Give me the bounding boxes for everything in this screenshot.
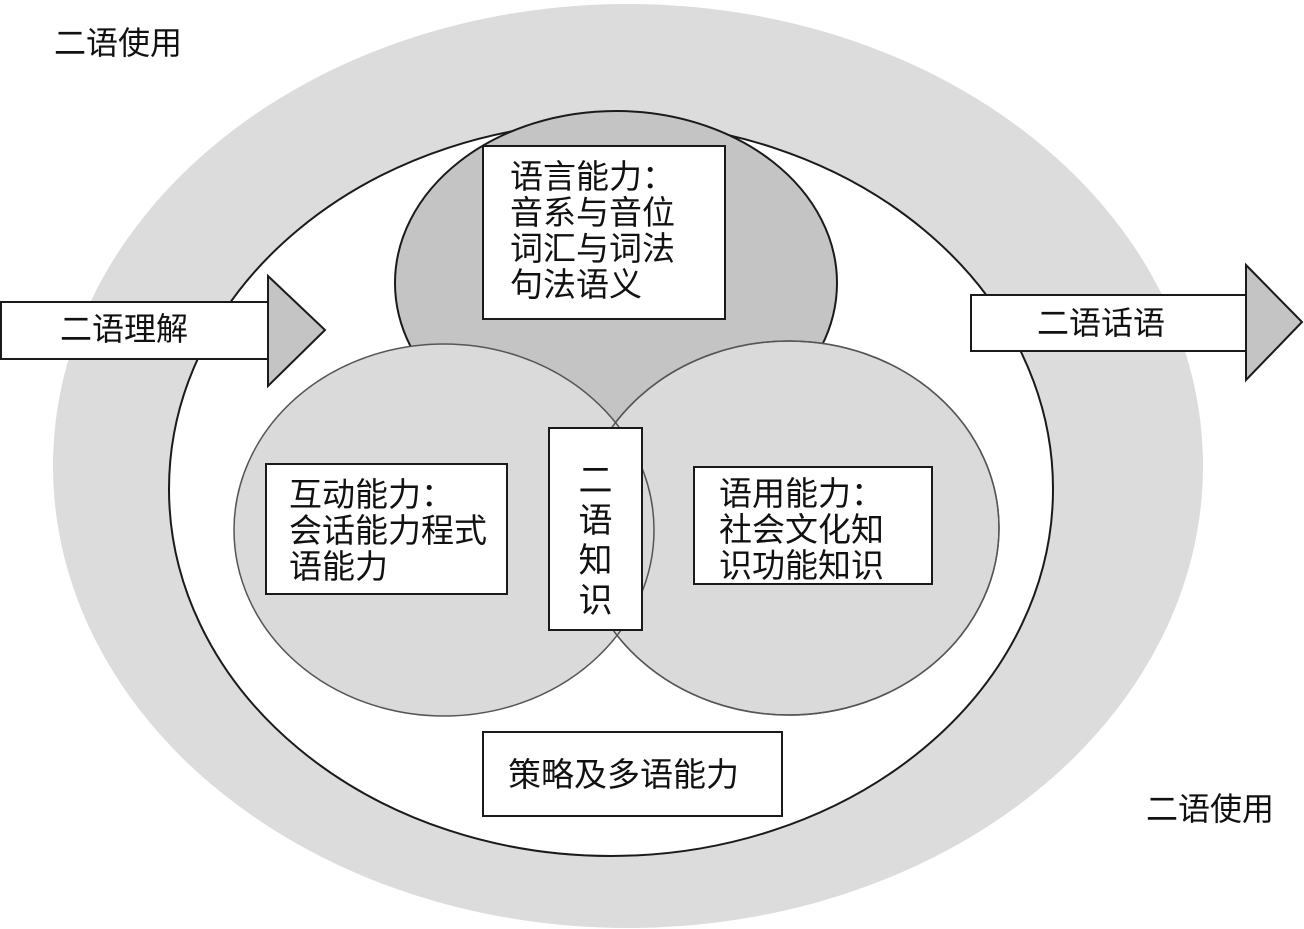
language-competence-box: 语言能力： 音系与音位 词汇与词法 句法语义 (482, 145, 726, 320)
l2-knowledge-text: 二 语 知 识 (578, 461, 613, 621)
l2-knowledge-box: 二 语 知 识 (548, 427, 643, 631)
pragmatic-competence-box: 语用能力： 社会文化知 识功能知识 (693, 466, 933, 585)
strategy-box: 策略及多语能力 (482, 731, 783, 817)
interactional-competence-text: 互动能力： 会话能力程式 语能力 (289, 475, 487, 586)
l2-use-label-top: 二语使用 (54, 24, 183, 62)
arrow-right-icon (1245, 262, 1304, 383)
interactional-competence-box: 互动能力： 会话能力程式 语能力 (265, 463, 508, 595)
l2-comprehension-label: 二语理解 (60, 310, 189, 348)
l2-discourse-arrow-body (970, 294, 1247, 352)
l2-comprehension-arrow-body (0, 301, 269, 360)
strategy-text: 策略及多语能力 (508, 755, 739, 794)
pragmatic-competence-text: 语用能力： 社会文化知 识功能知识 (719, 474, 884, 585)
l2-use-label-bottom: 二语使用 (1146, 790, 1275, 828)
l2-comprehension-arrow (0, 273, 327, 389)
language-competence-text: 语言能力： 音系与音位 词汇与词法 句法语义 (510, 157, 675, 304)
l2-discourse-arrow (970, 262, 1304, 383)
l2-discourse-label: 二语话语 (1037, 304, 1166, 342)
